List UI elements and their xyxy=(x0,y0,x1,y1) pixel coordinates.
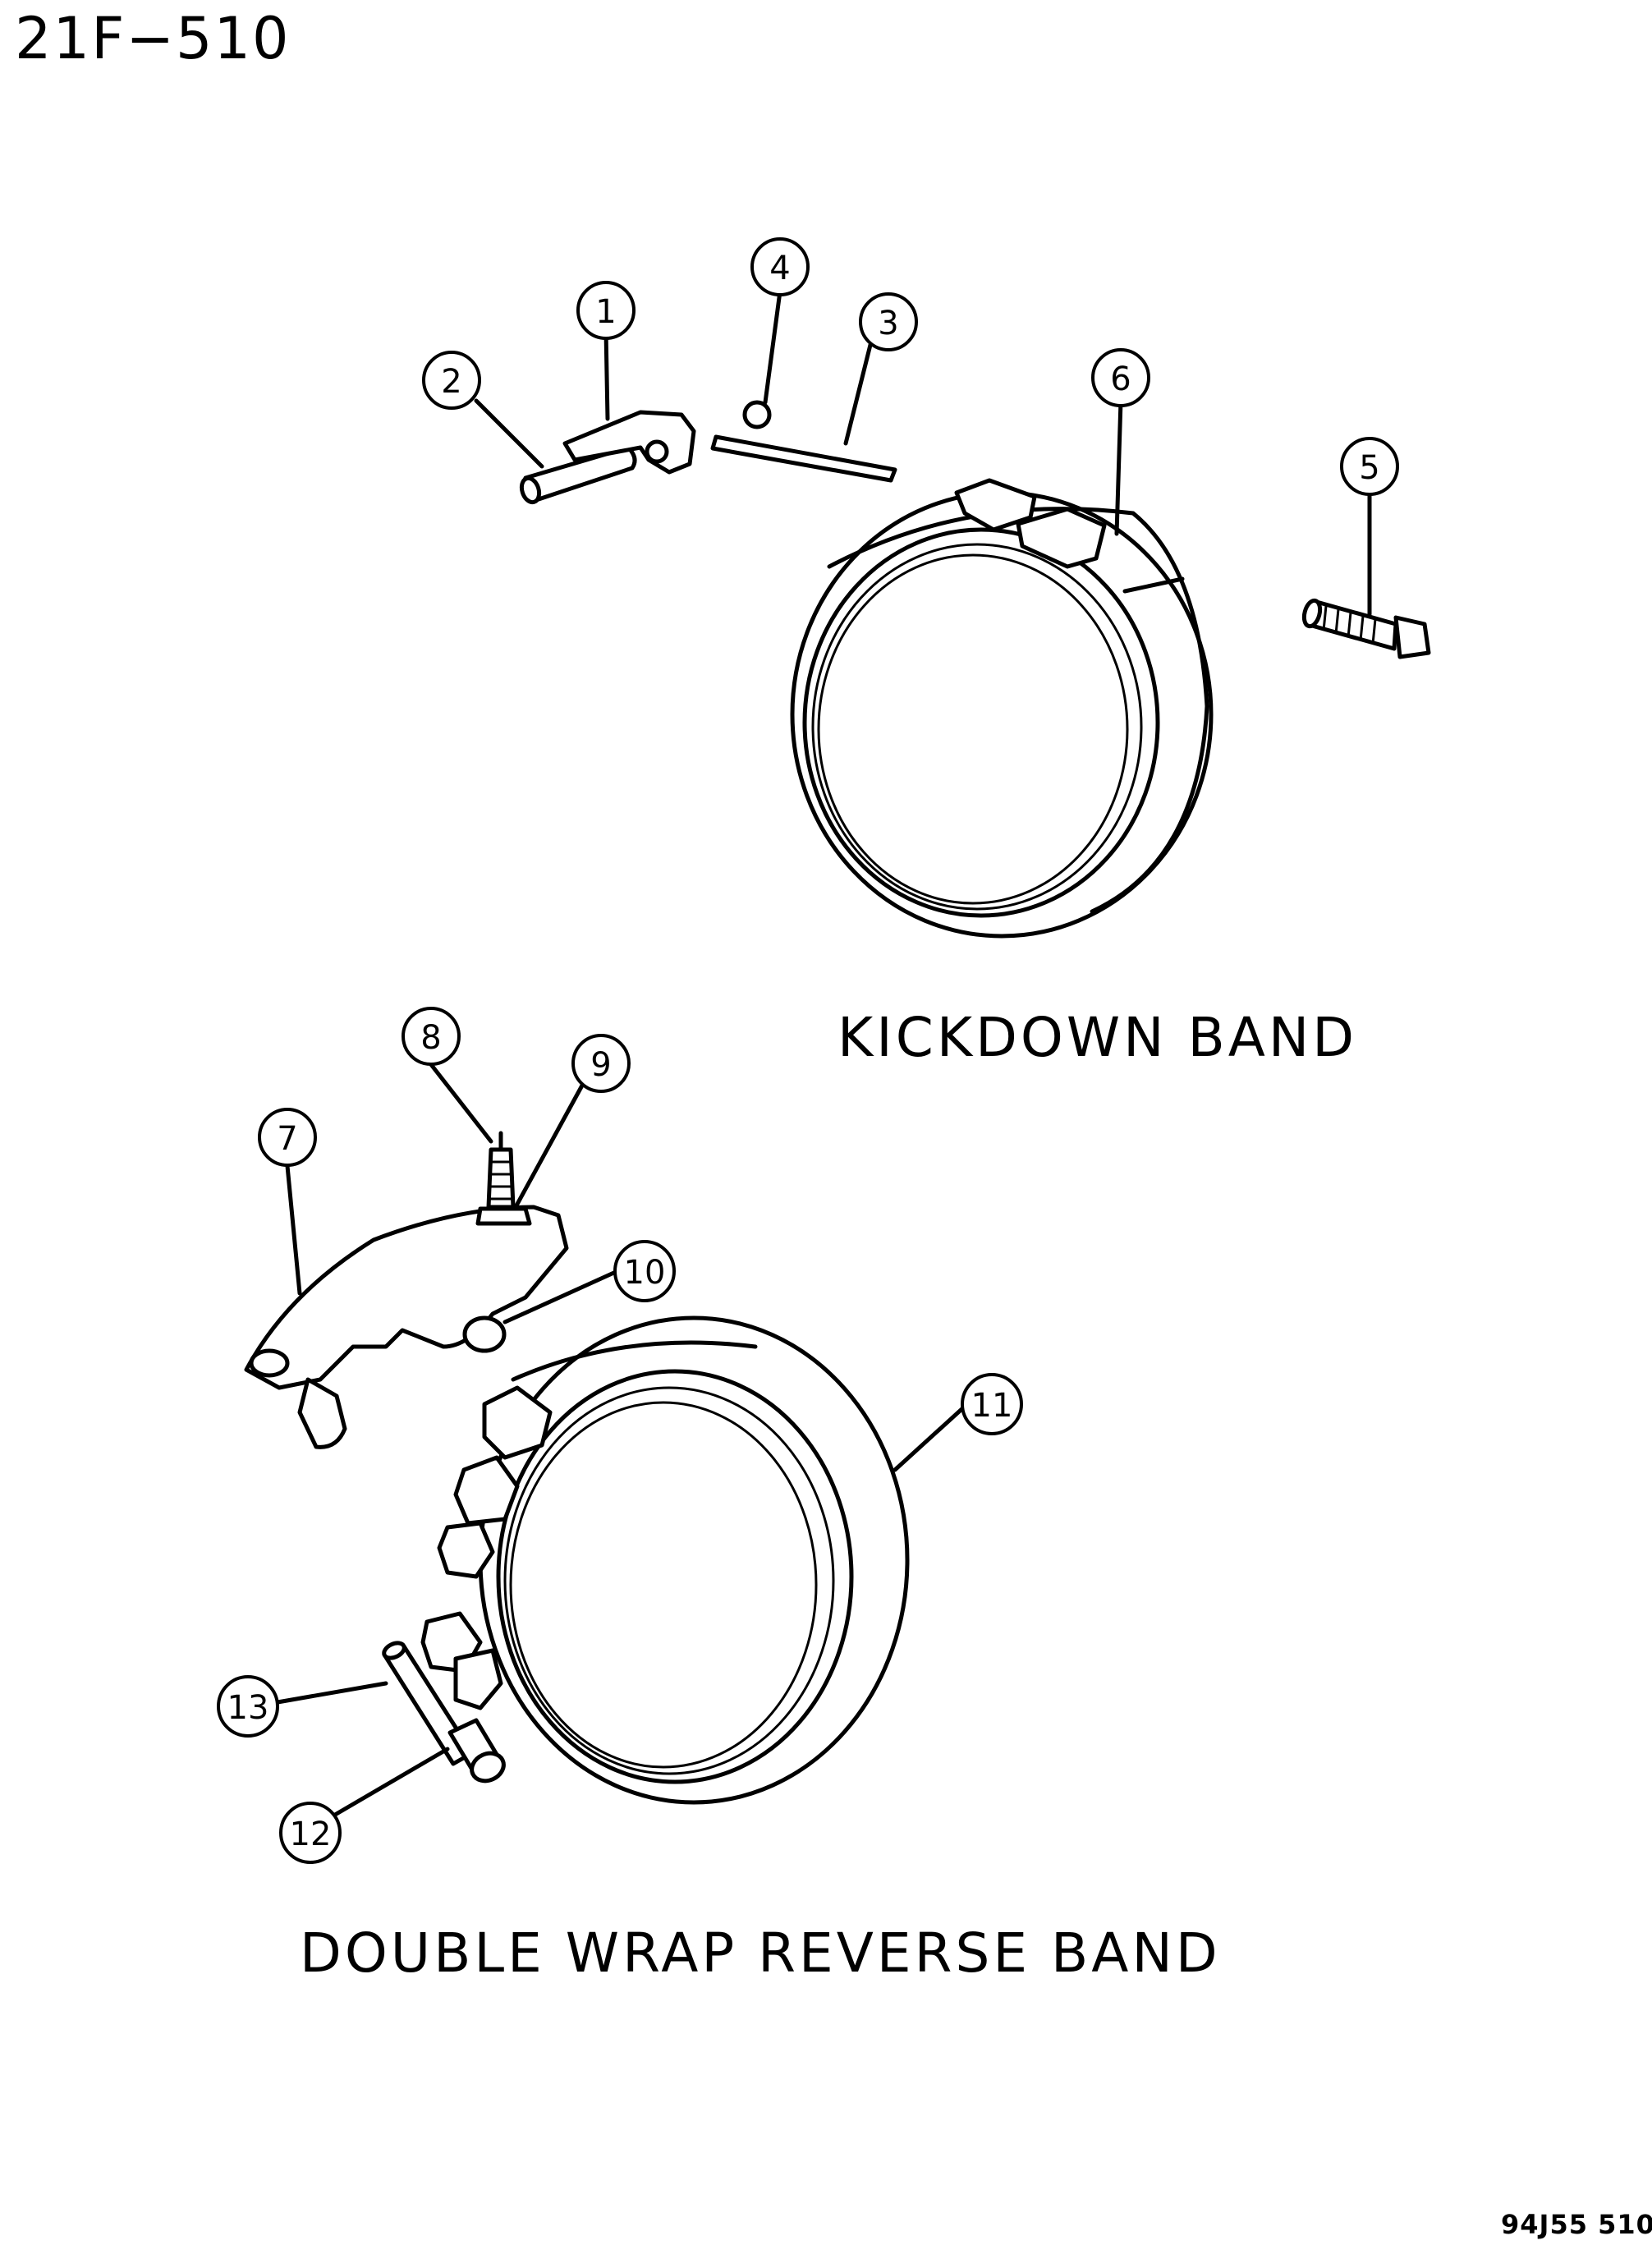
svg-text:4: 4 xyxy=(769,250,790,287)
svg-text:5: 5 xyxy=(1359,449,1379,487)
part-11-reverse-band xyxy=(420,1315,910,1805)
svg-text:1: 1 xyxy=(595,293,616,331)
callout-4: 4 xyxy=(750,237,810,296)
part-4-ball xyxy=(742,400,772,429)
part-3-strut xyxy=(710,434,897,483)
caption-double-wrap-reverse-band: DOUBLE WRAP REVERSE BAND xyxy=(300,1921,1221,1985)
leader-lines-kickdown xyxy=(474,289,1372,617)
svg-text:2: 2 xyxy=(441,363,461,401)
callout-2: 2 xyxy=(422,351,481,410)
svg-text:9: 9 xyxy=(590,1046,611,1084)
svg-text:3: 3 xyxy=(878,305,898,342)
caption-kickdown-band: KICKDOWN BAND xyxy=(837,1006,1358,1069)
callout-7: 7 xyxy=(258,1108,317,1167)
svg-text:7: 7 xyxy=(277,1120,297,1158)
callout-6: 6 xyxy=(1091,348,1150,407)
svg-text:10: 10 xyxy=(624,1254,666,1292)
part-1-lever xyxy=(562,410,696,475)
part-6-kickdown-band xyxy=(790,478,1214,939)
callout-1: 1 xyxy=(576,281,636,340)
svg-text:6: 6 xyxy=(1110,360,1131,398)
drawing-code: 94J55 510 xyxy=(1501,2209,1652,2240)
callout-12: 12 xyxy=(279,1802,342,1864)
callout-9: 9 xyxy=(571,1034,631,1093)
part-5-adjusting-screw xyxy=(1301,598,1431,659)
part-2-pin xyxy=(519,445,637,505)
callout-5: 5 xyxy=(1340,437,1399,496)
leader-lines-reverse xyxy=(275,1057,970,1817)
svg-text:8: 8 xyxy=(420,1019,441,1057)
figure-id: 21F−510 xyxy=(15,5,291,72)
callout-11: 11 xyxy=(961,1373,1023,1435)
callout-10: 10 xyxy=(613,1240,676,1302)
callout-8: 8 xyxy=(402,1007,461,1066)
part-9-lock-nut xyxy=(475,1206,532,1226)
callout-3: 3 xyxy=(859,292,918,351)
part-12-roller xyxy=(447,1718,506,1784)
svg-text:13: 13 xyxy=(227,1689,269,1727)
svg-text:11: 11 xyxy=(971,1387,1013,1425)
part-8-adjusting-screw xyxy=(486,1131,516,1210)
callout-13: 13 xyxy=(217,1675,279,1738)
svg-text:12: 12 xyxy=(290,1816,332,1853)
